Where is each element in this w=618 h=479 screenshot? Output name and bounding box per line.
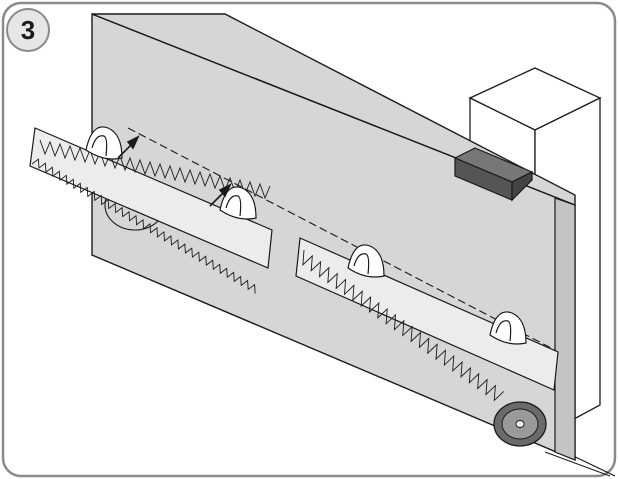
roller-wheel-icon	[493, 401, 547, 447]
alignment-dashed-line	[127, 127, 556, 351]
stop-block	[453, 147, 534, 202]
gear-rack-icon	[295, 237, 559, 402]
gear-rack-icon	[29, 126, 273, 294]
arrow-icon	[117, 135, 232, 207]
gate-panel	[91, 12, 576, 462]
step-number-badge: 3	[6, 8, 50, 52]
